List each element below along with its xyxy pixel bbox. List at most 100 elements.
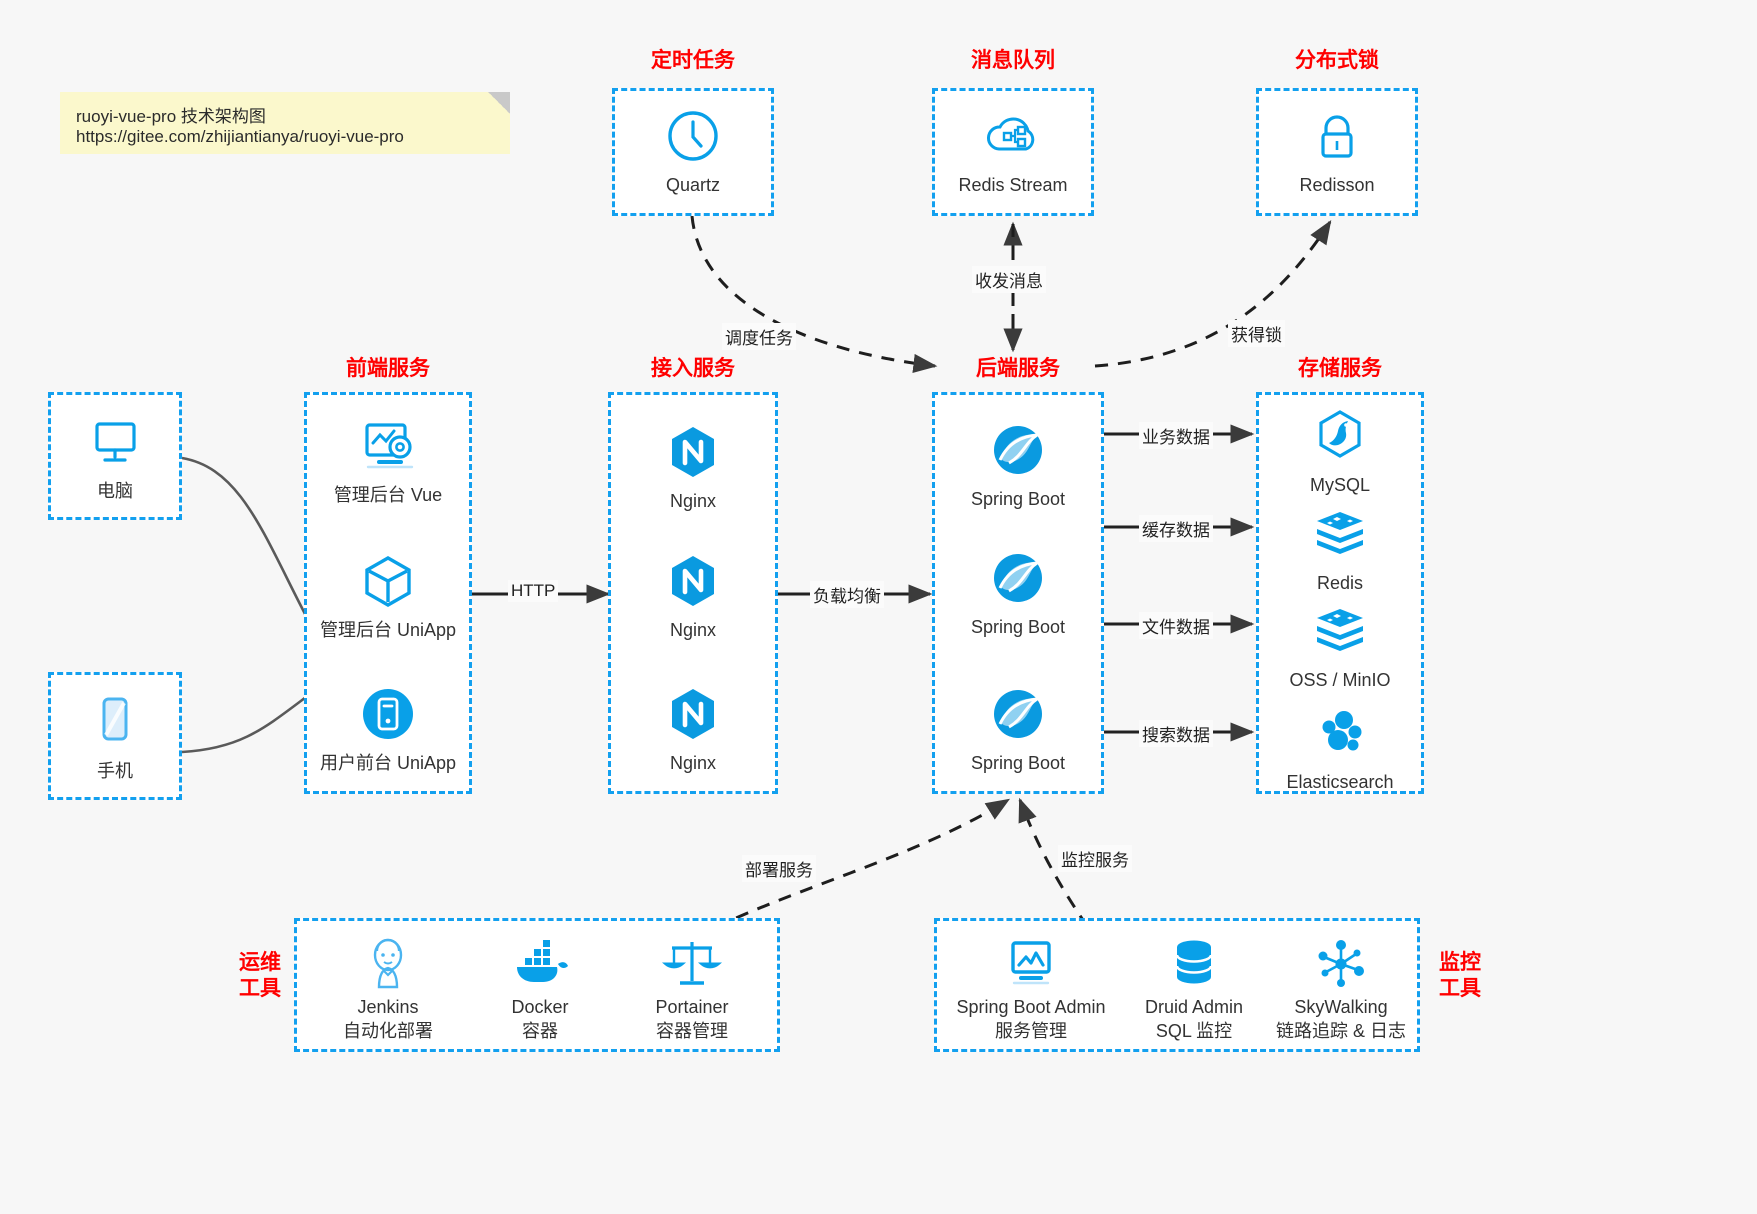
node-mobile[interactable]: 手机 <box>51 691 179 783</box>
group-box-monitor: Spring Boot Admin 服务管理 Druid Admin SQL 监… <box>934 918 1420 1052</box>
group-title-monitor-line1: 监控 <box>1439 951 1481 974</box>
node-spring-boot-admin[interactable]: Spring Boot Admin 服务管理 <box>943 933 1119 1044</box>
note-url: https://gitee.com/zhijiantianya/ruoyi-vu… <box>76 127 404 146</box>
group-box-storage: MySQL Redis OSS <box>1256 392 1424 794</box>
edge-label-business-data: 业务数据 <box>1139 422 1213 449</box>
edge-label-load-balance: 负载均衡 <box>810 581 884 608</box>
node-label: Nginx <box>669 753 717 773</box>
edge-label-monitor-service: 监控服务 <box>1058 845 1132 872</box>
node-label: Redisson <box>1299 175 1375 195</box>
node-redisson[interactable]: Redisson <box>1259 105 1415 197</box>
node-label: Quartz <box>665 175 721 195</box>
group-title-storage: 存储服务 <box>1298 357 1382 380</box>
node-desc: 容器 <box>522 1021 558 1042</box>
node-skywalking[interactable]: SkyWalking 链路追踪 & 日志 <box>1261 933 1421 1044</box>
node-label: MySQL <box>1309 475 1370 495</box>
node-desc: 容器管理 <box>656 1021 728 1042</box>
group-box-mq: Redis Stream <box>932 88 1094 216</box>
elasticsearch-icon <box>1259 702 1421 764</box>
node-desc: 服务管理 <box>995 1021 1067 1042</box>
node-label: OSS / MinIO <box>1289 670 1391 690</box>
node-oss-minio[interactable]: OSS / MinIO <box>1259 600 1421 692</box>
node-jenkins[interactable]: Jenkins 自动化部署 <box>313 933 463 1044</box>
cube-icon <box>307 550 469 612</box>
spring-boot-icon <box>935 547 1101 609</box>
node-druid-admin[interactable]: Druid Admin SQL 监控 <box>1119 933 1269 1044</box>
node-name: Docker <box>511 997 569 1017</box>
node-redis[interactable]: Redis <box>1259 503 1421 595</box>
edge-label-deploy-service: 部署服务 <box>742 855 816 882</box>
node-label: 管理后台 UniApp <box>319 620 457 640</box>
nginx-icon <box>611 550 775 612</box>
node-spring-boot-2[interactable]: Spring Boot <box>935 547 1101 639</box>
group-box-backend: Spring Boot Spring Boot Spring Boot <box>932 392 1104 794</box>
node-user-uniapp[interactable]: 用户前台 UniApp <box>307 683 469 775</box>
note-fold-corner <box>488 92 510 114</box>
database-stack-icon <box>1119 933 1269 995</box>
dashboard-gear-icon <box>307 415 469 477</box>
node-label: Nginx <box>669 491 717 511</box>
scales-icon <box>617 933 767 995</box>
edge-label-cache-data: 缓存数据 <box>1139 515 1213 542</box>
group-box-gateway: Nginx Nginx Nginx <box>608 392 778 794</box>
node-label: Spring Boot <box>970 489 1066 509</box>
node-redis-stream[interactable]: Redis Stream <box>935 105 1091 197</box>
group-box-lock: Redisson <box>1256 88 1418 216</box>
node-mysql[interactable]: MySQL <box>1259 405 1421 497</box>
docker-icon <box>465 933 615 995</box>
group-title-devops-line2: 工具 <box>239 977 281 1001</box>
node-docker[interactable]: Docker 容器 <box>465 933 615 1044</box>
node-name: Portainer <box>655 997 729 1017</box>
node-portainer[interactable]: Portainer 容器管理 <box>617 933 767 1044</box>
group-title-devops-line1: 运维 <box>239 951 281 974</box>
node-label: 用户前台 UniApp <box>319 753 457 773</box>
group-title-monitor: 监控 工具 <box>1428 950 1492 1003</box>
group-box-devops: Jenkins 自动化部署 Docker <box>294 918 780 1052</box>
jenkins-icon <box>313 933 463 995</box>
app-circle-icon <box>307 683 469 745</box>
lock-icon <box>1259 105 1415 167</box>
node-label: Redis <box>1316 573 1364 593</box>
cloud-stream-icon <box>935 105 1091 167</box>
note-title: ruoyi-vue-pro 技术架构图 <box>76 107 266 126</box>
skywalking-icon <box>1261 933 1421 995</box>
mysql-icon <box>1259 405 1421 467</box>
group-title-devops: 运维 工具 <box>228 950 292 1003</box>
edge-label-mq-messages: 收发消息 <box>972 266 1046 293</box>
node-label: 管理后台 Vue <box>333 485 443 505</box>
monitor-chart-icon <box>943 933 1119 995</box>
node-quartz[interactable]: Quartz <box>615 105 771 197</box>
group-box-client-mobile: 手机 <box>48 672 182 800</box>
node-label: Elasticsearch <box>1286 772 1394 792</box>
node-label: Spring Boot <box>970 617 1066 637</box>
group-title-mq: 消息队列 <box>971 49 1055 72</box>
node-elasticsearch[interactable]: Elasticsearch <box>1259 702 1421 794</box>
spring-boot-icon <box>935 419 1101 481</box>
node-admin-vue[interactable]: 管理后台 Vue <box>307 415 469 507</box>
spring-boot-icon <box>935 683 1101 745</box>
node-nginx-1[interactable]: Nginx <box>611 421 775 513</box>
node-label: Nginx <box>669 620 717 640</box>
node-desc: SQL 监控 <box>1155 1021 1233 1042</box>
node-nginx-2[interactable]: Nginx <box>611 550 775 642</box>
group-title-gateway: 接入服务 <box>651 357 735 380</box>
node-desktop[interactable]: 电脑 <box>51 411 179 503</box>
edge-label-search-data: 搜索数据 <box>1139 720 1213 747</box>
node-name: SkyWalking <box>1294 997 1388 1017</box>
group-title-frontend: 前端服务 <box>346 357 430 380</box>
group-title-backend: 后端服务 <box>976 357 1060 380</box>
node-nginx-3[interactable]: Nginx <box>611 683 775 775</box>
node-spring-boot-1[interactable]: Spring Boot <box>935 419 1101 511</box>
mobile-phone-icon <box>51 691 179 753</box>
group-box-scheduler: Quartz <box>612 88 774 216</box>
node-spring-boot-3[interactable]: Spring Boot <box>935 683 1101 775</box>
node-desc: 链路追踪 & 日志 <box>1275 1021 1406 1042</box>
node-label: 电脑 <box>97 481 133 501</box>
node-desc: 自动化部署 <box>343 1021 433 1042</box>
node-admin-uniapp[interactable]: 管理后台 UniApp <box>307 550 469 642</box>
clock-icon <box>615 105 771 167</box>
desktop-monitor-icon <box>51 411 179 473</box>
nginx-icon <box>611 683 775 745</box>
node-name: Jenkins <box>357 997 419 1017</box>
